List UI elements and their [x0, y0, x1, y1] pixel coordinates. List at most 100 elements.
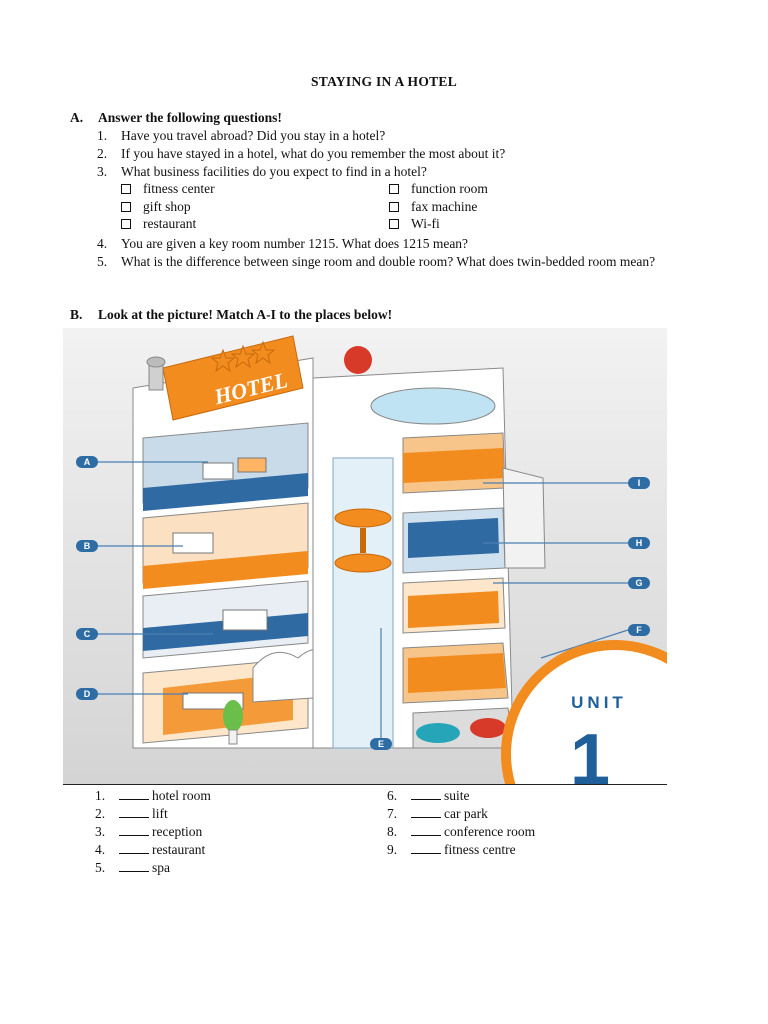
- callout-badges: A B C D E F G H I: [76, 456, 650, 750]
- question-number: 1.: [97, 128, 108, 143]
- callout-f: F: [628, 624, 650, 636]
- answer-blank[interactable]: [411, 805, 441, 818]
- match-item-8: 8. conference room: [387, 823, 535, 841]
- callout-h: H: [628, 537, 650, 549]
- callout-c: C: [76, 628, 98, 640]
- question-number: 2.: [97, 146, 108, 161]
- answer-blank[interactable]: [119, 787, 149, 800]
- callout-i: I: [628, 477, 650, 489]
- hotel-illustration: HOTEL: [63, 328, 667, 784]
- match-item-6: 6. suite: [387, 787, 470, 805]
- match-number: 1.: [95, 788, 106, 803]
- match-item-2: 2. lift: [95, 805, 168, 823]
- page-title: STAYING IN A HOTEL: [310, 74, 458, 89]
- question-2: 2. If you have stayed in a hotel, what do…: [97, 145, 659, 163]
- facility-fitness-center[interactable]: fitness center: [121, 181, 215, 197]
- match-text: spa: [152, 860, 170, 875]
- section-a-title: Answer the following questions!: [98, 110, 282, 125]
- checkbox-icon[interactable]: [121, 184, 131, 194]
- match-number: 6.: [387, 788, 398, 803]
- answer-blank[interactable]: [411, 823, 441, 836]
- match-item-1: 1. hotel room: [95, 787, 211, 805]
- match-text: conference room: [444, 824, 536, 839]
- match-text: suite: [444, 788, 470, 803]
- left-tower: HOTEL: [132, 335, 344, 749]
- svg-text:F: F: [636, 625, 642, 635]
- facility-restaurant[interactable]: restaurant: [121, 216, 196, 232]
- divider-line: [63, 784, 667, 785]
- match-item-3: 3. reception: [95, 823, 202, 841]
- facility-label: fax machine: [411, 199, 478, 214]
- question-text: If you have stayed in a hotel, what do y…: [121, 146, 506, 161]
- facility-gift-shop[interactable]: gift shop: [121, 199, 191, 215]
- question-text: What business facilities do you expect t…: [121, 164, 427, 179]
- callout-lines: [93, 461, 629, 738]
- match-text: lift: [152, 806, 168, 821]
- question-3: 3. What business facilities do you expect…: [97, 163, 659, 181]
- checkbox-icon[interactable]: [121, 202, 131, 212]
- svg-text:G: G: [635, 578, 642, 588]
- question-4: 4.You are given a key room number 1215. …: [97, 235, 659, 253]
- question-number: 5.: [97, 254, 108, 269]
- answer-blank[interactable]: [411, 787, 441, 800]
- section-b-heading: B. Look at the picture! Match A-I to the …: [70, 307, 392, 323]
- facility-label: Wi-fi: [411, 216, 440, 231]
- unit-badge: UNIT 1: [501, 640, 667, 784]
- unit-number: 1: [570, 720, 610, 784]
- answer-blank[interactable]: [119, 823, 149, 836]
- unit-label: UNIT: [571, 693, 627, 712]
- right-tower: [312, 346, 546, 749]
- svg-text:D: D: [84, 689, 91, 699]
- callout-b: B: [76, 540, 98, 552]
- section-b-title: Look at the picture! Match A-I to the pl…: [98, 307, 393, 322]
- match-text: car park: [444, 806, 488, 821]
- answer-blank[interactable]: [119, 859, 149, 872]
- callout-d: D: [76, 688, 98, 700]
- facility-label: fitness center: [143, 181, 215, 196]
- match-text: fitness centre: [444, 842, 516, 857]
- section-a-letter: A.: [70, 110, 84, 125]
- match-number: 2.: [95, 806, 106, 821]
- svg-text:E: E: [378, 739, 384, 749]
- match-text: hotel room: [152, 788, 211, 803]
- callout-a: A: [76, 456, 98, 468]
- svg-text:I: I: [638, 478, 641, 488]
- checkbox-icon[interactable]: [389, 184, 399, 194]
- facility-label: function room: [411, 181, 488, 196]
- svg-text:A: A: [84, 457, 91, 467]
- section-b-letter: B.: [70, 307, 83, 322]
- match-number: 3.: [95, 824, 106, 839]
- answer-blank[interactable]: [411, 841, 441, 854]
- facility-fax-machine[interactable]: fax machine: [389, 199, 477, 215]
- facility-label: restaurant: [143, 216, 197, 231]
- callout-e: E: [370, 738, 392, 750]
- facility-label: gift shop: [143, 199, 191, 214]
- checkbox-icon[interactable]: [389, 202, 399, 212]
- section-a-heading: A. Answer the following questions!: [70, 110, 282, 126]
- svg-text:B: B: [84, 541, 91, 551]
- match-number: 5.: [95, 860, 106, 875]
- match-text: reception: [152, 824, 203, 839]
- match-text: restaurant: [152, 842, 206, 857]
- callout-g: G: [628, 577, 650, 589]
- question-text: What is the difference between singe roo…: [121, 254, 656, 269]
- question-5: 5. What is the difference between singe r…: [97, 253, 659, 271]
- match-number: 8.: [387, 824, 398, 839]
- facility-function-room[interactable]: function room: [389, 181, 488, 197]
- question-text: Have you travel abroad? Did you stay in …: [121, 128, 386, 143]
- checkbox-icon[interactable]: [389, 219, 399, 229]
- question-number: 4.: [97, 236, 108, 251]
- answer-blank[interactable]: [119, 805, 149, 818]
- match-number: 9.: [387, 842, 398, 857]
- match-item-7: 7. car park: [387, 805, 488, 823]
- question-1: 1. Have you travel abroad? Did you stay i…: [97, 127, 659, 145]
- svg-text:H: H: [636, 538, 643, 548]
- answer-blank[interactable]: [119, 841, 149, 854]
- checkbox-icon[interactable]: [121, 219, 131, 229]
- svg-text:C: C: [84, 629, 91, 639]
- facility-wi-fi[interactable]: Wi-fi: [389, 216, 440, 232]
- match-number: 7.: [387, 806, 398, 821]
- question-number: 3.: [97, 164, 108, 179]
- match-item-4: 4. restaurant: [95, 841, 205, 859]
- match-number: 4.: [95, 842, 106, 857]
